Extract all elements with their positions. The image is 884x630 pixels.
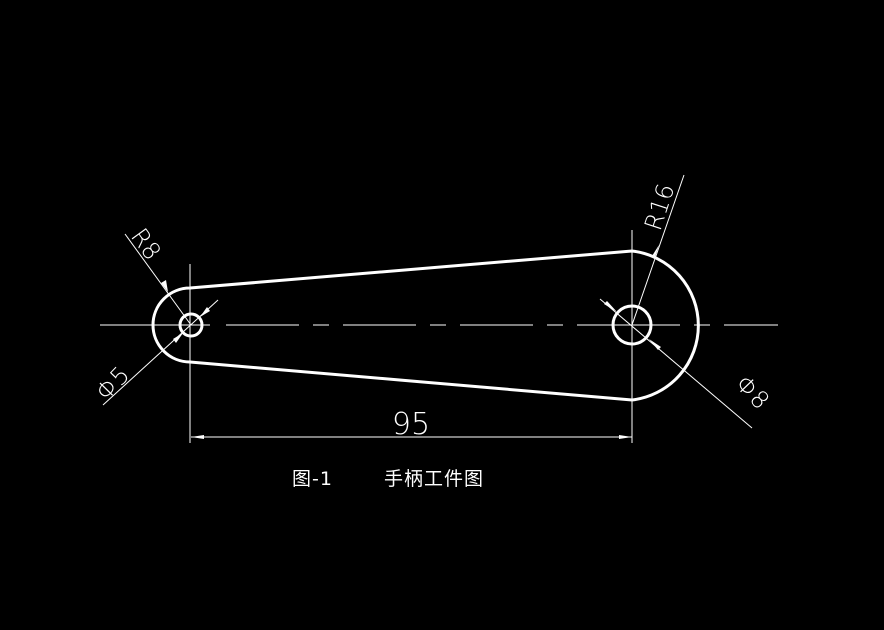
r16-dimension	[631, 174, 685, 326]
phi5-label: Φ5	[90, 361, 135, 406]
center-distance-label: 95	[392, 407, 430, 442]
figure-number: 图-1	[292, 468, 333, 490]
phi8-dimension	[599, 298, 753, 429]
left-hole	[178, 312, 204, 338]
handle-outline	[151, 249, 700, 402]
phi8-label: Φ8	[730, 370, 775, 415]
r8-dimension	[124, 233, 192, 326]
r16-label: R16	[639, 180, 680, 234]
right-hole	[611, 304, 653, 346]
center-distance-dimension	[191, 435, 632, 439]
figure-title: 手柄工件图	[384, 468, 485, 490]
phi5-dimension	[102, 299, 219, 406]
r8-label: R8	[125, 223, 166, 265]
